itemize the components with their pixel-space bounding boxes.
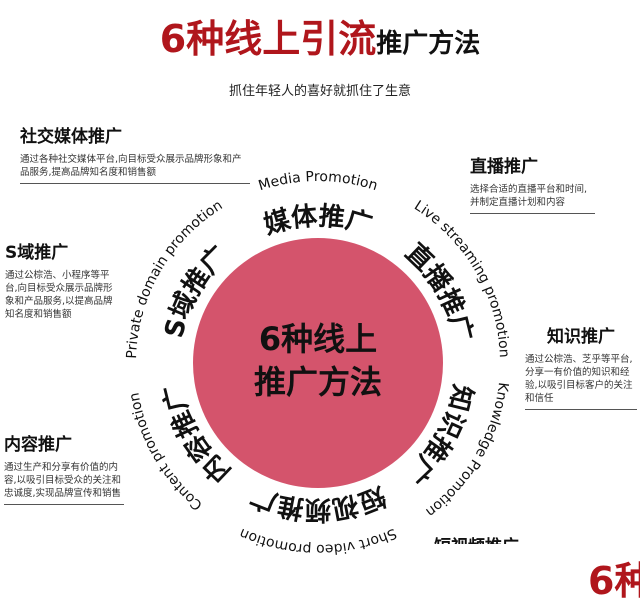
social-media-box: 社交媒体推广通过各种社交媒体平台,向目标受众展示品牌形象和产品服务,提高品牌知名… bbox=[20, 122, 250, 184]
knowledge-box: 知识推广通过公棕浩、芝乎等平台,分享一有价值的知识和经验,以吸引目标客户的关注和… bbox=[525, 322, 637, 410]
corner-title: 6种 bbox=[588, 559, 640, 603]
center-line1: 6种线上 bbox=[259, 320, 377, 358]
center-line2: 推广方法 bbox=[254, 363, 382, 401]
private-domain-box: S域推广通过公棕浩、小程序等平台,向目标受众展示品牌形象和产品服务,以提高品牌知… bbox=[5, 243, 113, 320]
center-circle bbox=[193, 238, 443, 488]
live-box: 直播推广选择合适的直播平台和时间,并制定直播计划和内容 bbox=[470, 152, 595, 214]
subtitle: 抓住年轻人的喜好就抓住了生意 bbox=[228, 84, 411, 99]
ring-label-cn: 媒体推广 bbox=[261, 201, 376, 240]
ring-label-en: Short video promotion bbox=[237, 525, 399, 557]
short-video-box: 短视频推广 bbox=[434, 532, 519, 544]
page-title: 6种线上引流推广方法 bbox=[159, 17, 481, 61]
ring-label-en: Media Promotion bbox=[257, 169, 380, 194]
content-box: 内容推广通过生产和分享有价值的内容,以吸引目标受众的关注和忠诚度,实现品牌宣传和… bbox=[4, 430, 124, 505]
